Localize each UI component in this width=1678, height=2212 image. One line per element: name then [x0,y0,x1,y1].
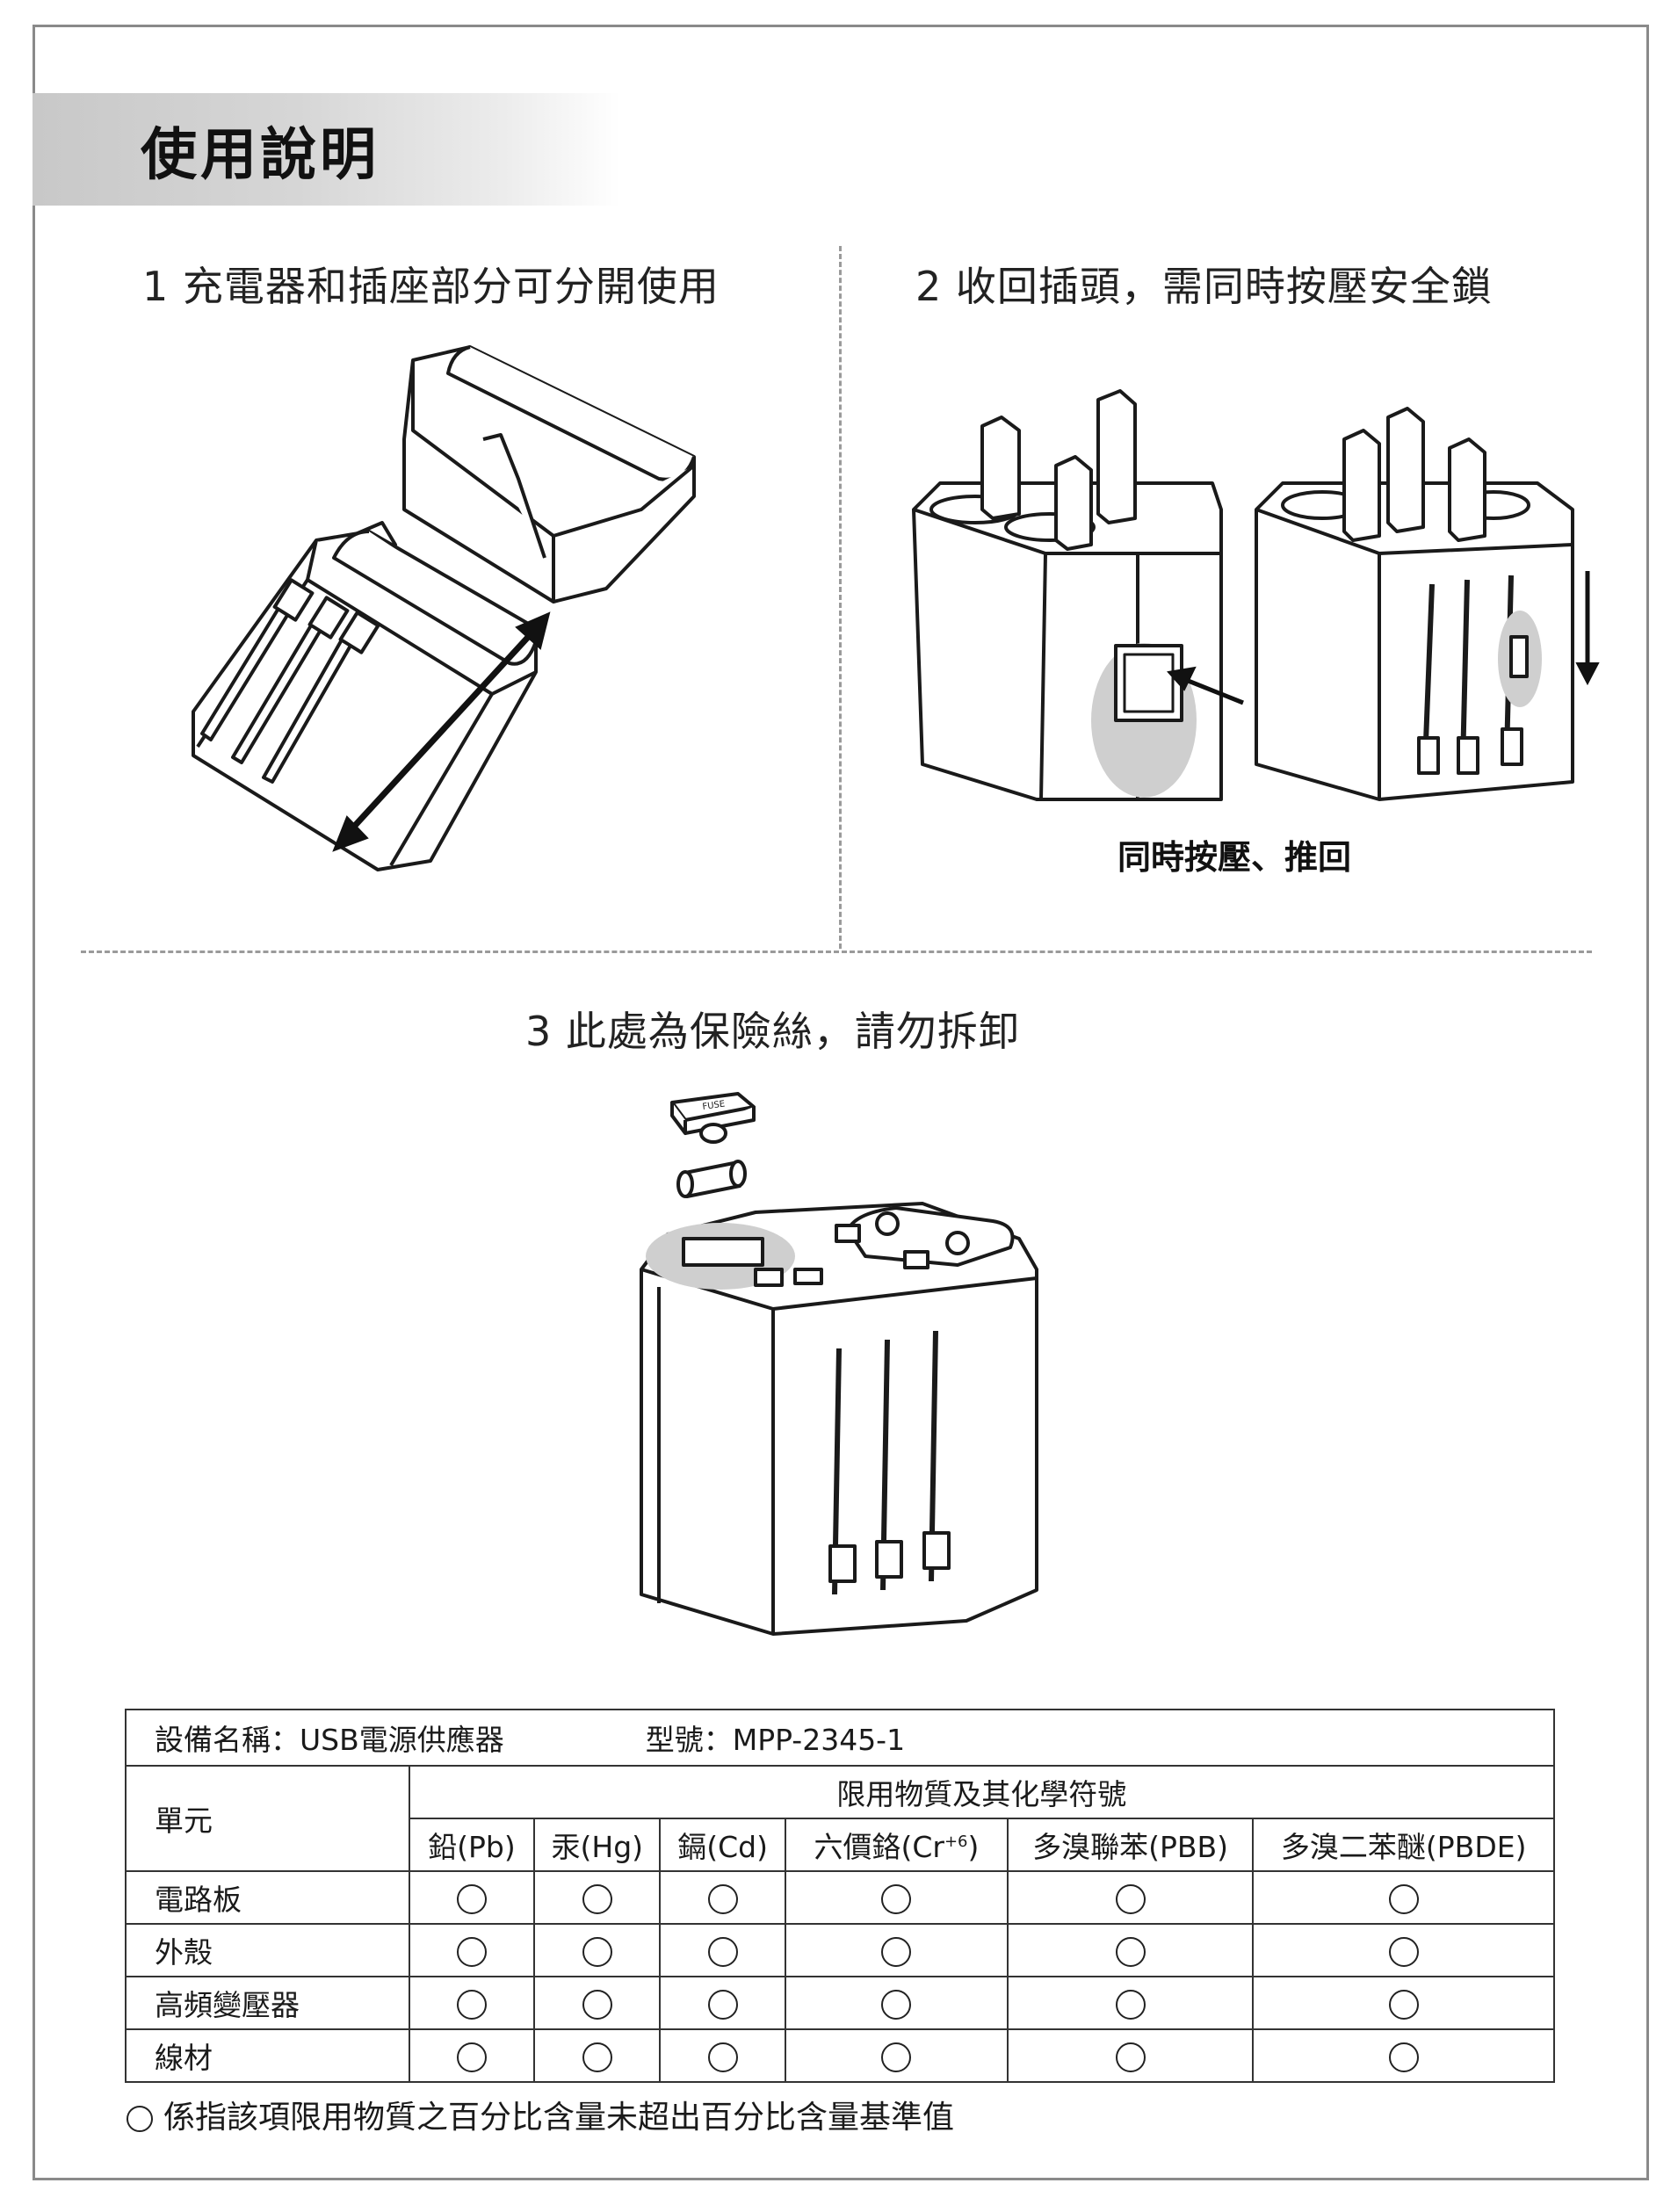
unit-cell: 線材 [125,2028,410,2083]
circle-mark-icon [1115,1884,1146,1914]
title-band [33,93,621,206]
unit-cell: 電路板 [125,1870,410,1925]
circle-mark-icon [582,1937,612,1967]
table-row: 線材 [125,2028,1555,2083]
compliance-cell [785,2028,1009,2083]
substance-mercury: 汞(Hg) [533,1818,662,1872]
compliance-cell [659,1976,787,2030]
unit-cell: 外殼 [125,1923,410,1977]
compliance-cell [1006,1923,1255,1977]
circle-mark-icon [881,1884,912,1914]
chromium-label: 六價鉻(Cr [814,1830,944,1864]
footnote: 係指該項限用物質之百分比含量未超出百分比含量基準值 [127,2092,954,2137]
substance-header-row: 鉛(Pb) 汞(Hg) 鎘(Cd) 六價鉻(Cr+6) 多溴聯苯(PBB) 多溴… [126,1818,1555,1872]
compliance-cell [659,1870,787,1925]
compliance-cell [1006,2028,1255,2083]
compliance-cell [659,1923,787,1977]
substance-lead: 鉛(Pb) [408,1818,536,1872]
horizontal-divider [81,951,1592,953]
circle-mark-icon [1115,2042,1146,2072]
chromium-superscript: +6 [944,1832,968,1851]
page-title: 使用說明 [141,123,380,188]
compliance-cell [533,1870,662,1925]
compliance-cell [408,2028,536,2083]
step3-illustration: FUSE [640,1092,1038,1636]
unit-header: 單元 [125,1765,410,1872]
chromium-close: ) [967,1830,980,1864]
substance-chromium: 六價鉻(Cr+6) [785,1818,1009,1872]
compliance-cell [1006,1870,1255,1925]
compliance-cell [408,1923,536,1977]
step3-caption: 3 此處為保險絲，請勿拆卸 [525,1008,1020,1055]
press-push-annotation: 同時按壓、推回 [1117,838,1352,877]
substance-pbb: 多溴聯苯(PBB) [1006,1818,1255,1872]
unit-cell: 高頻變壓器 [125,1976,410,2030]
compliance-cell [533,1976,662,2030]
compliance-cell [785,1870,1009,1925]
compliance-cell [408,1870,536,1925]
footnote-text: 係指該項限用物質之百分比含量未超出百分比含量基準值 [163,2100,955,2136]
compliance-cell [533,1923,662,1977]
step2-illustration [912,389,1600,801]
fuse-label: FUSE [702,1099,726,1111]
circle-mark-icon [881,1937,912,1967]
circle-mark-icon [707,1990,738,2020]
table-row: 電路板 [125,1870,1555,1925]
circle-mark-icon [1388,1937,1419,1967]
compliance-cell [659,2028,787,2083]
circle-mark-icon [1388,1990,1419,2020]
table-row: 高頻變壓器 [125,1976,1555,2030]
circle-mark-icon [582,2042,612,2072]
circle-mark-icon [881,2042,912,2072]
restricted-substances-header: 限用物質及其化學符號 [408,1765,1555,1819]
model-number: 型號：MPP-2345-1 [645,1723,906,1757]
step1-illustration [192,345,696,871]
circle-mark-icon [582,1884,612,1914]
circle-mark-icon [881,1990,912,2020]
circle-mark-icon [582,1990,612,2020]
compliance-cell [785,1976,1009,2030]
step2-caption: 2 收回插頭，需同時按壓安全鎖 [915,263,1493,310]
restricted-substances-table: 設備名稱：USB電源供應器 型號：MPP-2345-1 單元 限用物質及其化學符… [125,1709,1555,2083]
compliance-cell [785,1923,1009,1977]
compliance-cell [1252,1976,1555,2030]
step1-caption: 1 充電器和插座部分可分開使用 [142,263,720,310]
vertical-divider [839,246,842,949]
substance-cadmium: 鎘(Cd) [659,1818,787,1872]
compliance-cell [533,2028,662,2083]
compliance-cell [1252,1923,1555,1977]
circle-mark-icon [1115,1990,1146,2020]
device-info-cell: 設備名稱：USB電源供應器 型號：MPP-2345-1 [125,1709,1555,1767]
compliance-cell [1252,2028,1555,2083]
table-row: 外殼 [125,1923,1555,1977]
circle-mark-icon [127,2106,153,2132]
page-frame [33,25,1649,2180]
table-header-row-device: 設備名稱：USB電源供應器 型號：MPP-2345-1 [125,1709,1555,1767]
table-header-row-restricted: 單元 限用物質及其化學符號 [125,1765,1555,1872]
substance-pbde: 多溴二苯醚(PBDE) [1252,1818,1555,1872]
circle-mark-icon [456,1937,487,1967]
circle-mark-icon [707,1884,738,1914]
circle-mark-icon [456,1990,487,2020]
circle-mark-icon [707,2042,738,2072]
device-name: 設備名稱：USB電源供應器 [155,1723,504,1757]
circle-mark-icon [1388,1884,1419,1914]
circle-mark-icon [456,1884,487,1914]
compliance-cell [408,1976,536,2030]
circle-mark-icon [1115,1937,1146,1967]
compliance-cell [1252,1870,1555,1925]
circle-mark-icon [1388,2042,1419,2072]
compliance-cell [1006,1976,1255,2030]
circle-mark-icon [707,1937,738,1967]
circle-mark-icon [456,2042,487,2072]
